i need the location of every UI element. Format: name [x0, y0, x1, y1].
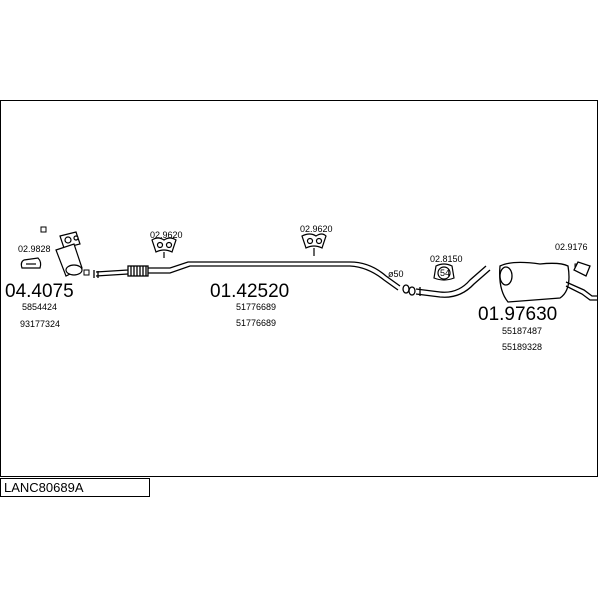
hanger-rubber	[151, 237, 177, 258]
part-number: 04.4075	[5, 281, 74, 302]
part-number: 01.97630	[478, 304, 557, 325]
part-ref: 93177324	[20, 319, 60, 329]
part-ref: 51776689	[236, 318, 276, 328]
diameter-label: ø50	[388, 269, 404, 279]
part-ref: 5854424	[22, 302, 57, 312]
fitting-label: 02.9620	[150, 230, 183, 240]
part-ref: 51776689	[236, 302, 276, 312]
fitting-badge: 54	[440, 268, 450, 278]
part-number: 01.42520	[210, 281, 289, 302]
fitting-label: 02.8150	[430, 254, 463, 264]
hanger-badge	[433, 263, 455, 281]
fitting-label: 02.9620	[300, 224, 333, 234]
clamp-part	[20, 257, 42, 269]
marker-square	[40, 226, 47, 233]
diagram-frame	[0, 100, 598, 477]
fitting-label: 02.9176	[555, 242, 588, 252]
connector-pipe	[402, 265, 491, 298]
catalytic-converter	[55, 231, 83, 277]
rear-silencer	[499, 261, 598, 303]
part-ref: 55189328	[502, 342, 542, 352]
part-ref: 55187487	[502, 326, 542, 336]
fitting-label: 02.9828	[18, 244, 51, 254]
hanger-rubber	[301, 233, 327, 256]
marker-square	[83, 269, 90, 276]
front-pipe	[93, 261, 401, 291]
diagram-code: LANC80689A	[0, 478, 150, 497]
